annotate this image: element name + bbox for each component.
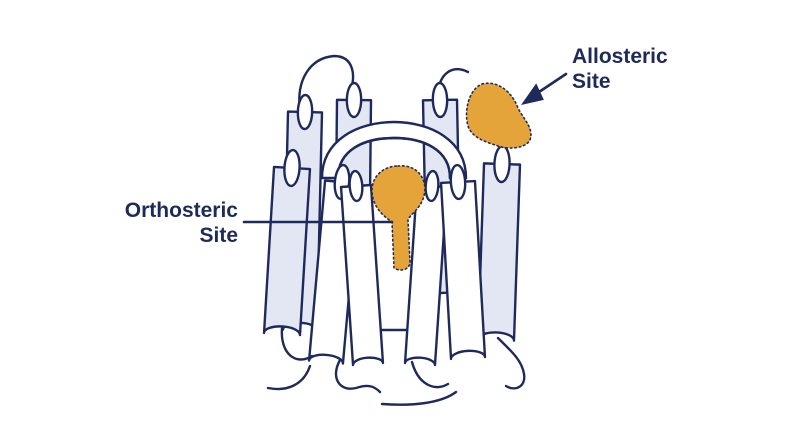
helix-back-center-cap (345, 81, 363, 119)
helix-outer-left-cap (283, 148, 301, 188)
helix-front-left-inner (339, 169, 385, 367)
allosteric-site-label: Allosteric Site (572, 45, 668, 93)
front-helices (307, 163, 487, 367)
orthosteric-site-shape (371, 165, 426, 271)
helix-back-left-cap (296, 93, 314, 131)
loop-bottom-left (280, 326, 314, 361)
helix-front-right-inner-cap (424, 169, 440, 203)
helix-back-right-cap (431, 81, 449, 119)
allosteric-arrowhead (520, 83, 544, 105)
helix-front-left-inner-body (339, 183, 385, 367)
loop-tail-left (266, 364, 312, 391)
helix-front-right-inner (403, 169, 449, 367)
loop-bottom-tail (380, 390, 458, 406)
helix-outer-right-cap (493, 144, 511, 184)
loop-bottom-center (410, 360, 450, 389)
helix-outer-left-body (262, 165, 312, 337)
loop-bottom-right (496, 336, 526, 390)
loop-top-left (298, 54, 355, 112)
helix-outer-left (262, 148, 312, 337)
helix-front-right-inner-body (403, 183, 449, 367)
pointers (242, 72, 568, 224)
helix-front-right-outer (439, 163, 487, 361)
loop-bottom-center-left (334, 358, 382, 394)
orthosteric-site-label: Orthosteric Site (124, 199, 238, 247)
helix-front-right-outer-body (439, 179, 487, 361)
helix-outer-right (476, 144, 522, 342)
helix-outer-right-body (476, 162, 522, 342)
allosteric-site-shape (465, 82, 532, 149)
pocket-inner-band (336, 136, 452, 179)
intracellular-loops (266, 326, 526, 406)
helix-front-left-inner-cap (348, 169, 364, 203)
helix-front-right-outer-cap (449, 163, 467, 201)
